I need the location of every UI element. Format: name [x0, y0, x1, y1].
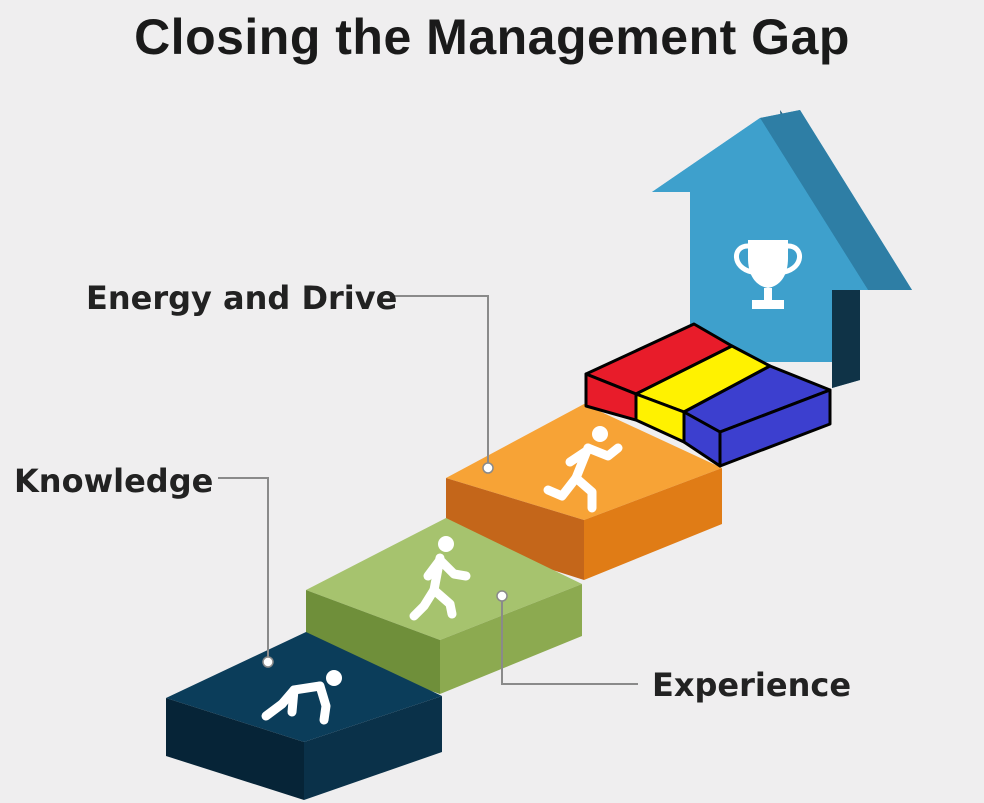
step3-front	[446, 478, 584, 580]
colored-blocks	[584, 322, 832, 468]
goal-arrow	[652, 110, 912, 388]
trophy-icon	[734, 240, 802, 309]
knowledge-dot	[262, 656, 274, 668]
experience-dot	[496, 590, 508, 602]
crouching-runner-icon	[261, 670, 342, 725]
callout-dots	[262, 462, 508, 668]
callouts	[218, 295, 638, 685]
step1-side	[304, 696, 442, 800]
label-experience: Experience	[652, 666, 852, 704]
page-title: Closing the Management Gap	[134, 9, 850, 65]
running-person-icon	[543, 426, 623, 513]
step2-front	[306, 590, 440, 694]
step2-side	[440, 584, 582, 694]
arrow-shaft-side	[832, 290, 860, 388]
energy-connector	[392, 295, 489, 466]
label-knowledge: Knowledge	[14, 462, 214, 500]
energy-dot	[482, 462, 494, 474]
arrow-head-side	[760, 110, 912, 290]
knowledge-connector	[218, 477, 269, 660]
experience-connector	[501, 596, 638, 685]
step-experience	[306, 518, 582, 694]
step2-top	[306, 518, 582, 640]
block-blue-side	[718, 388, 832, 468]
step3-side	[584, 468, 722, 580]
walking-person-icon	[409, 536, 471, 621]
label-energy-and-drive: Energy and Drive	[86, 279, 398, 317]
step1-front	[166, 698, 304, 800]
